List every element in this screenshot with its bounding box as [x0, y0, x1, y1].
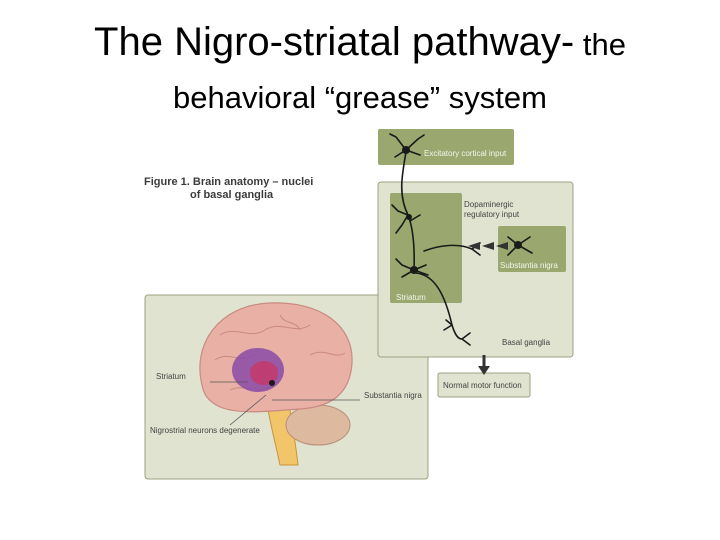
label-nigrostrial-degenerate: Nigrostrial neurons degenerate	[150, 426, 260, 435]
cell-bodies	[402, 146, 522, 274]
excitatory-box	[378, 129, 514, 165]
output-arrowhead	[478, 366, 490, 375]
striatum-box	[390, 193, 462, 303]
slide-title-main: The Nigro-striatal pathway-	[94, 20, 575, 64]
figure-title-line1: Figure 1. Brain anatomy – nuclei	[144, 176, 314, 188]
figure-graphic	[144, 129, 574, 480]
figure-title: Figure 1. Brain anatomy – nuclei of basa…	[144, 176, 314, 202]
neuron-network	[389, 133, 533, 346]
label-dopaminergic-line1: Dopaminergic	[464, 200, 514, 209]
substantia-nigra-box	[498, 226, 566, 272]
slide-subtitle: behavioral “grease” system	[173, 80, 547, 115]
dopaminergic-arrows	[468, 242, 508, 250]
label-striatum-brain: Striatum	[156, 372, 186, 381]
label-striatum-box: Striatum	[396, 293, 426, 302]
label-basal-ganglia: Basal ganglia	[502, 338, 551, 347]
label-excitatory-input: Excitatory cortical input	[424, 149, 507, 158]
slide-title: The Nigro-striatal pathway- the	[0, 20, 720, 65]
label-substantia-nigra-brain: Substantia nigra	[364, 391, 422, 400]
basal-ganglia-figure: Figure 1. Brain anatomy – nuclei of basa…	[140, 125, 580, 485]
figure-title-line2: of basal ganglia	[190, 189, 274, 201]
slide-title-suffix: the	[574, 27, 626, 62]
brain-illustration	[199, 302, 353, 466]
label-normal-motor-function: Normal motor function	[443, 381, 522, 390]
label-substantia-nigra-box: Substantia nigra	[500, 261, 558, 270]
pointer-lines	[210, 381, 360, 426]
label-dopaminergic-line2: regulatory input	[464, 210, 520, 219]
